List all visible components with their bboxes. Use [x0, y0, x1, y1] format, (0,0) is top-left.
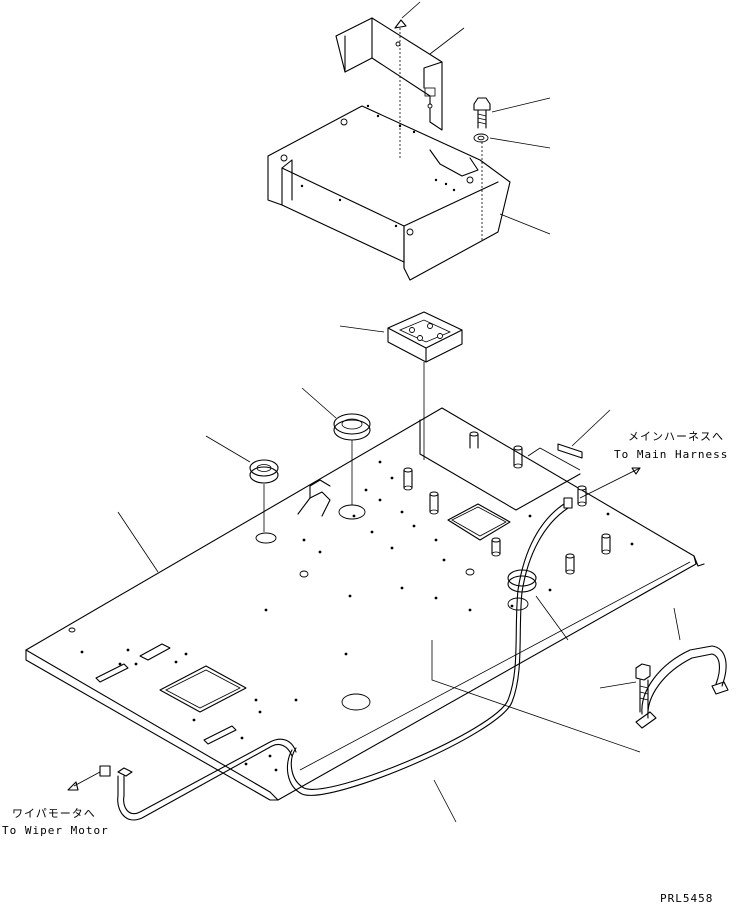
- floor-small-holes: [80, 460, 634, 772]
- upper-cover-assembly: [267, 1, 551, 281]
- main-harness-en-label: To Main Harness: [614, 448, 728, 461]
- wire-harness: [67, 409, 691, 823]
- drawing-code: PRL5458: [660, 892, 713, 905]
- floor-plate-leader: [117, 511, 159, 573]
- floor-plate: [25, 407, 705, 801]
- wiper-motor-jp-label: ワイパモータへ: [12, 807, 96, 820]
- floor-bosses: [403, 431, 611, 575]
- wiper-motor-en-label: To Wiper Motor: [2, 824, 109, 837]
- handrail-bracket: [599, 607, 729, 729]
- main-harness-jp-label: メインハーネスへ: [628, 430, 724, 443]
- grommets: [205, 311, 463, 532]
